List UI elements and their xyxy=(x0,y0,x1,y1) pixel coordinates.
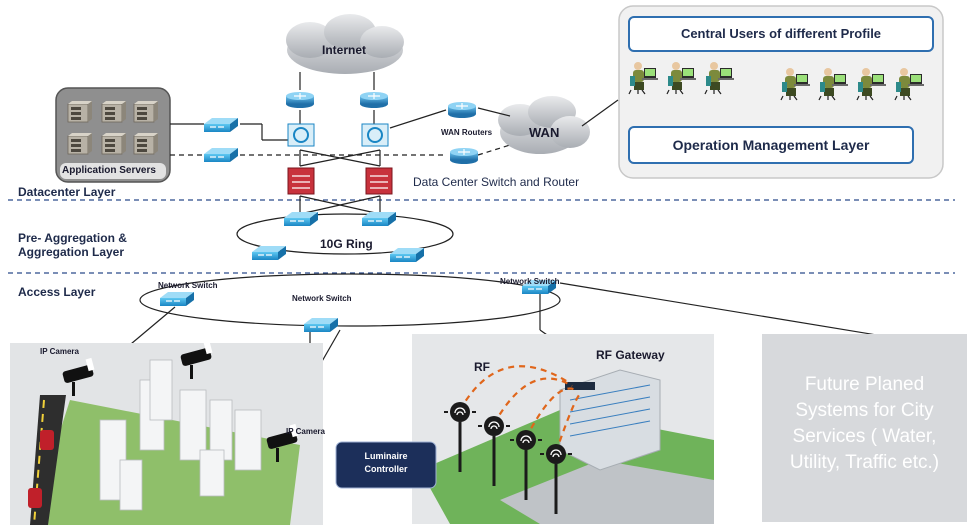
aggregation-switch-icon xyxy=(251,245,287,261)
datacenter-core-switch-icon xyxy=(287,167,393,195)
firewall-switch-icon xyxy=(287,123,389,147)
wan-router-icon xyxy=(447,101,477,119)
pre-aggregation-label: Pre- Aggregation & xyxy=(18,231,127,245)
network-switch-icon xyxy=(159,291,195,307)
rf-label: RF xyxy=(474,360,490,374)
aggregation-switch-icon xyxy=(389,247,425,263)
future-systems-panel xyxy=(762,334,967,522)
10g-ring xyxy=(236,213,454,255)
access-layer-label: Access Layer xyxy=(18,285,96,299)
ring-switch-icon xyxy=(283,211,319,227)
ip-camera-label: IP Camera xyxy=(286,427,325,436)
aggregation-layer-label: Aggregation Layer xyxy=(18,245,125,259)
central-users-box: Central Users of different Profile xyxy=(628,16,934,52)
app-servers-label: Application Servers xyxy=(62,165,156,176)
wan-cloud-icon xyxy=(498,96,590,154)
rf-panel xyxy=(412,334,714,524)
network-links xyxy=(99,72,896,439)
app-switch-icon xyxy=(203,147,239,163)
datacenter-layer-label: Datacenter Layer xyxy=(18,185,116,199)
internet-router-icon xyxy=(285,91,315,109)
central-users-label: Central Users of different Profile xyxy=(680,26,882,41)
network-switch-label: Network Switch xyxy=(158,281,218,290)
ip-camera-label: IP Camera xyxy=(40,347,79,356)
operation-management-box: Operation Management Layer xyxy=(628,126,914,164)
wan-router-icon xyxy=(449,147,479,165)
network-switch-label: Network Switch xyxy=(500,277,560,286)
app-switch-icon xyxy=(203,117,239,133)
operation-management-label: Operation Management Layer xyxy=(672,137,870,153)
luminaire-controller-label: Luminaire Controller xyxy=(364,451,408,474)
wan-routers-label: WAN Routers xyxy=(441,128,493,137)
rf-gateway-label: RF Gateway xyxy=(596,348,665,362)
internet-cloud-icon xyxy=(286,14,404,74)
network-switch-label: Network Switch xyxy=(292,294,352,303)
internet-label: Internet xyxy=(322,43,367,57)
wan-label: WAN xyxy=(529,125,560,140)
city-panel xyxy=(10,343,323,526)
dc-switch-router-label: Data Center Switch and Router xyxy=(413,175,580,189)
network-switch-icon xyxy=(303,317,339,333)
access-ring xyxy=(139,273,561,327)
internet-router-icon xyxy=(359,91,389,109)
future-systems-text: Future Planed Systems for City Services … xyxy=(789,374,940,473)
luminaire-controller-box xyxy=(335,441,437,489)
ring-label: 10G Ring xyxy=(320,237,373,251)
